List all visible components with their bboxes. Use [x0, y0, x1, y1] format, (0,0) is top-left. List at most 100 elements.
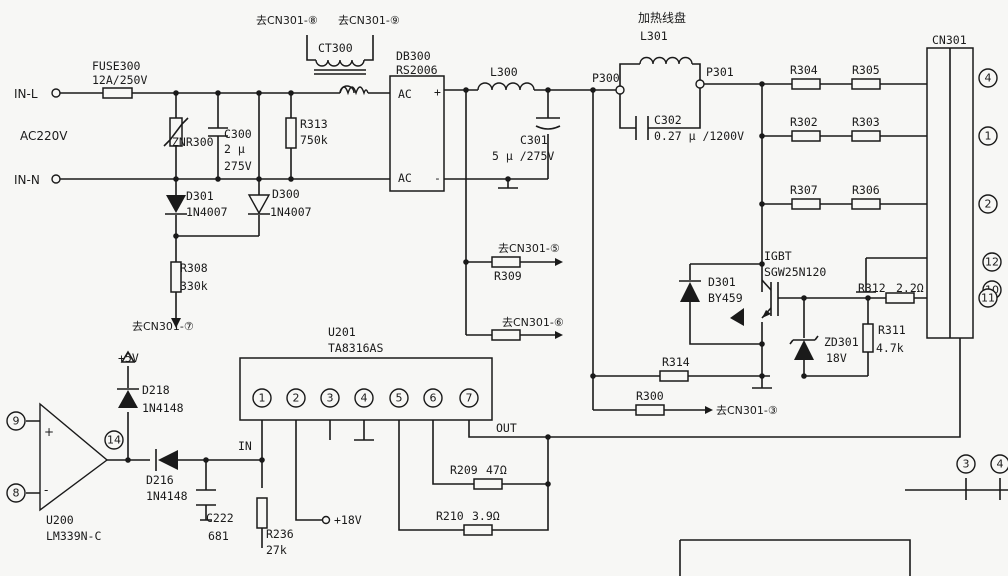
label-c302: C302 [654, 113, 682, 127]
diode-d216 [155, 449, 178, 471]
label-in-l: IN-L [14, 87, 38, 101]
capacitor-c302 [635, 116, 649, 140]
resistor-cn301-6 [491, 329, 521, 341]
junction-dots [125, 81, 871, 487]
cn301-pin-4: 4 [985, 72, 992, 85]
inductor-l301 [639, 56, 693, 65]
resistor-r313 [285, 117, 297, 149]
label-cn301: CN301 [932, 33, 967, 47]
label-c300: C300 [224, 127, 252, 141]
label-to-cn301-7: 去CN301-⑦ [132, 320, 194, 333]
arrow-cn301-7 [171, 318, 181, 328]
label-r312-value: 2.2Ω [896, 281, 924, 295]
edge-pin-3: 3 [963, 458, 970, 471]
label-r308-value: 330k [180, 279, 208, 293]
label-r303: R303 [852, 115, 880, 129]
label-ac220v: AC220V [20, 129, 68, 143]
label-c301: C301 [520, 133, 548, 147]
edge-wires [905, 478, 1008, 500]
label-d216: D216 [146, 473, 174, 487]
label-r209-value: 47Ω [486, 463, 507, 477]
label-r314: R314 [662, 355, 690, 369]
labels: IN-L AC220V IN-N FUSE300 12A/250V ZNR300… [14, 10, 967, 557]
capacitor-c301 [535, 117, 561, 130]
label-igbt: IGBT [764, 249, 792, 263]
label-d301-1n4007: D301 [186, 189, 214, 203]
zener-zd301 [789, 335, 819, 360]
resistor-r311 [862, 323, 874, 353]
resistor-r306 [851, 198, 881, 210]
u201-pin-6: 6 [430, 392, 437, 405]
label-r210: R210 [436, 509, 464, 523]
resistor-r209 [473, 478, 503, 490]
label-ac-top: AC [398, 87, 412, 101]
label-plus: + [434, 85, 441, 99]
label-r306: R306 [852, 183, 880, 197]
label-znr300: ZNR300 [172, 135, 214, 149]
resistor-r304 [791, 78, 821, 90]
fuse-fuse300 [102, 87, 133, 99]
inductor-l300 [477, 82, 535, 91]
label-igbt-value: SGW25N120 [764, 265, 826, 279]
u201-pin-2: 2 [293, 392, 300, 405]
label-d216-value: 1N4148 [146, 489, 188, 503]
label-u200-value: LM339N-C [46, 529, 101, 543]
label-ct300: CT300 [318, 41, 353, 55]
label-d301-1n4007-value: 1N4007 [186, 205, 228, 219]
label-in-n: IN-N [14, 173, 40, 187]
resistor-r314 [659, 370, 689, 382]
diode-d301-1n4007 [165, 195, 187, 215]
label-in-pin: IN [238, 439, 252, 453]
capacitor-c222 [196, 489, 216, 521]
label-r300: R300 [636, 389, 664, 403]
label-d300: D300 [272, 187, 300, 201]
resistor-r309 [491, 256, 521, 268]
p300-terminal [615, 85, 625, 95]
p301-terminal [695, 79, 705, 89]
resistor-r302 [791, 130, 821, 142]
label-r302: R302 [790, 115, 818, 129]
label-u201: U201 [328, 325, 356, 339]
label-d218: D218 [142, 383, 170, 397]
label-c301-value: 5 μ /275V [492, 149, 554, 163]
plus18v-terminal [321, 515, 331, 525]
label-minus: - [434, 171, 441, 185]
diode-d218 [117, 350, 139, 408]
resistor-r308 [170, 261, 182, 293]
capacitor-c300 [208, 127, 228, 137]
label-d300-value: 1N4007 [270, 205, 312, 219]
cn301-pin-2: 2 [985, 198, 992, 211]
u201-pin-4: 4 [361, 392, 368, 405]
label-r311: R311 [878, 323, 906, 337]
u200-pin-14: 14 [107, 434, 121, 447]
opamp-u200 [39, 402, 109, 512]
varistor-znr300 [163, 117, 189, 147]
label-u201-value: TA8316AS [328, 341, 383, 355]
label-db300: DB300 [396, 49, 431, 63]
edge-pin-4: 4 [997, 458, 1004, 471]
label-to-cn301-5: 去CN301-⑤ [498, 242, 560, 255]
label-opamp-plus: + [44, 425, 54, 439]
diode-d301-by459 [679, 280, 701, 302]
in-l-terminal [51, 88, 61, 98]
resistor-r303 [851, 130, 881, 142]
resistor-r300 [635, 404, 665, 416]
label-opamp-minus: - [44, 483, 48, 497]
label-d301-by459: D301 [708, 275, 736, 289]
label-heating-coil: 加热线盘 [638, 10, 686, 25]
label-zd301: ZD301 [824, 335, 859, 349]
transistor-igbt [730, 279, 779, 326]
label-r210-value: 3.9Ω [472, 509, 500, 523]
label-p301: P301 [706, 65, 734, 79]
label-r304: R304 [790, 63, 818, 77]
label-plus18v: +18V [334, 513, 362, 527]
label-zd301-value: 18V [826, 351, 847, 365]
u200-pin-8: 8 [13, 487, 20, 500]
label-r305: R305 [852, 63, 880, 77]
label-r313: R313 [300, 117, 328, 131]
edge-box [679, 539, 911, 576]
u201-pin-3: 3 [327, 392, 334, 405]
label-c222-value: 681 [208, 529, 229, 543]
label-r311-value: 4.7k [876, 341, 904, 355]
